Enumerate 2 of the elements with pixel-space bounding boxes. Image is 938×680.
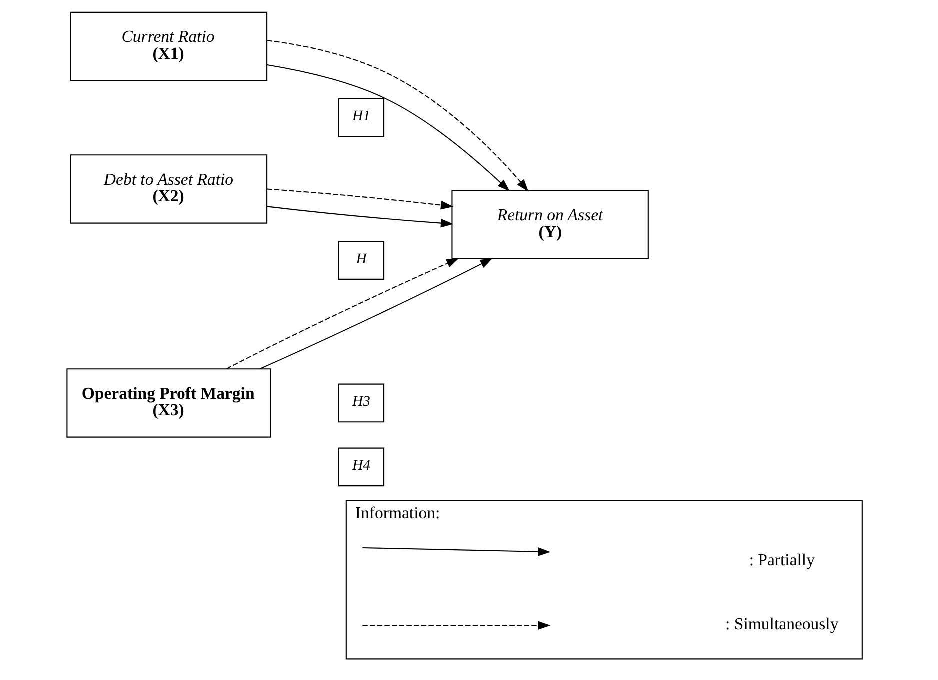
- legend-label: : Partially: [749, 550, 815, 570]
- legend-label: : Simultaneously: [726, 614, 839, 634]
